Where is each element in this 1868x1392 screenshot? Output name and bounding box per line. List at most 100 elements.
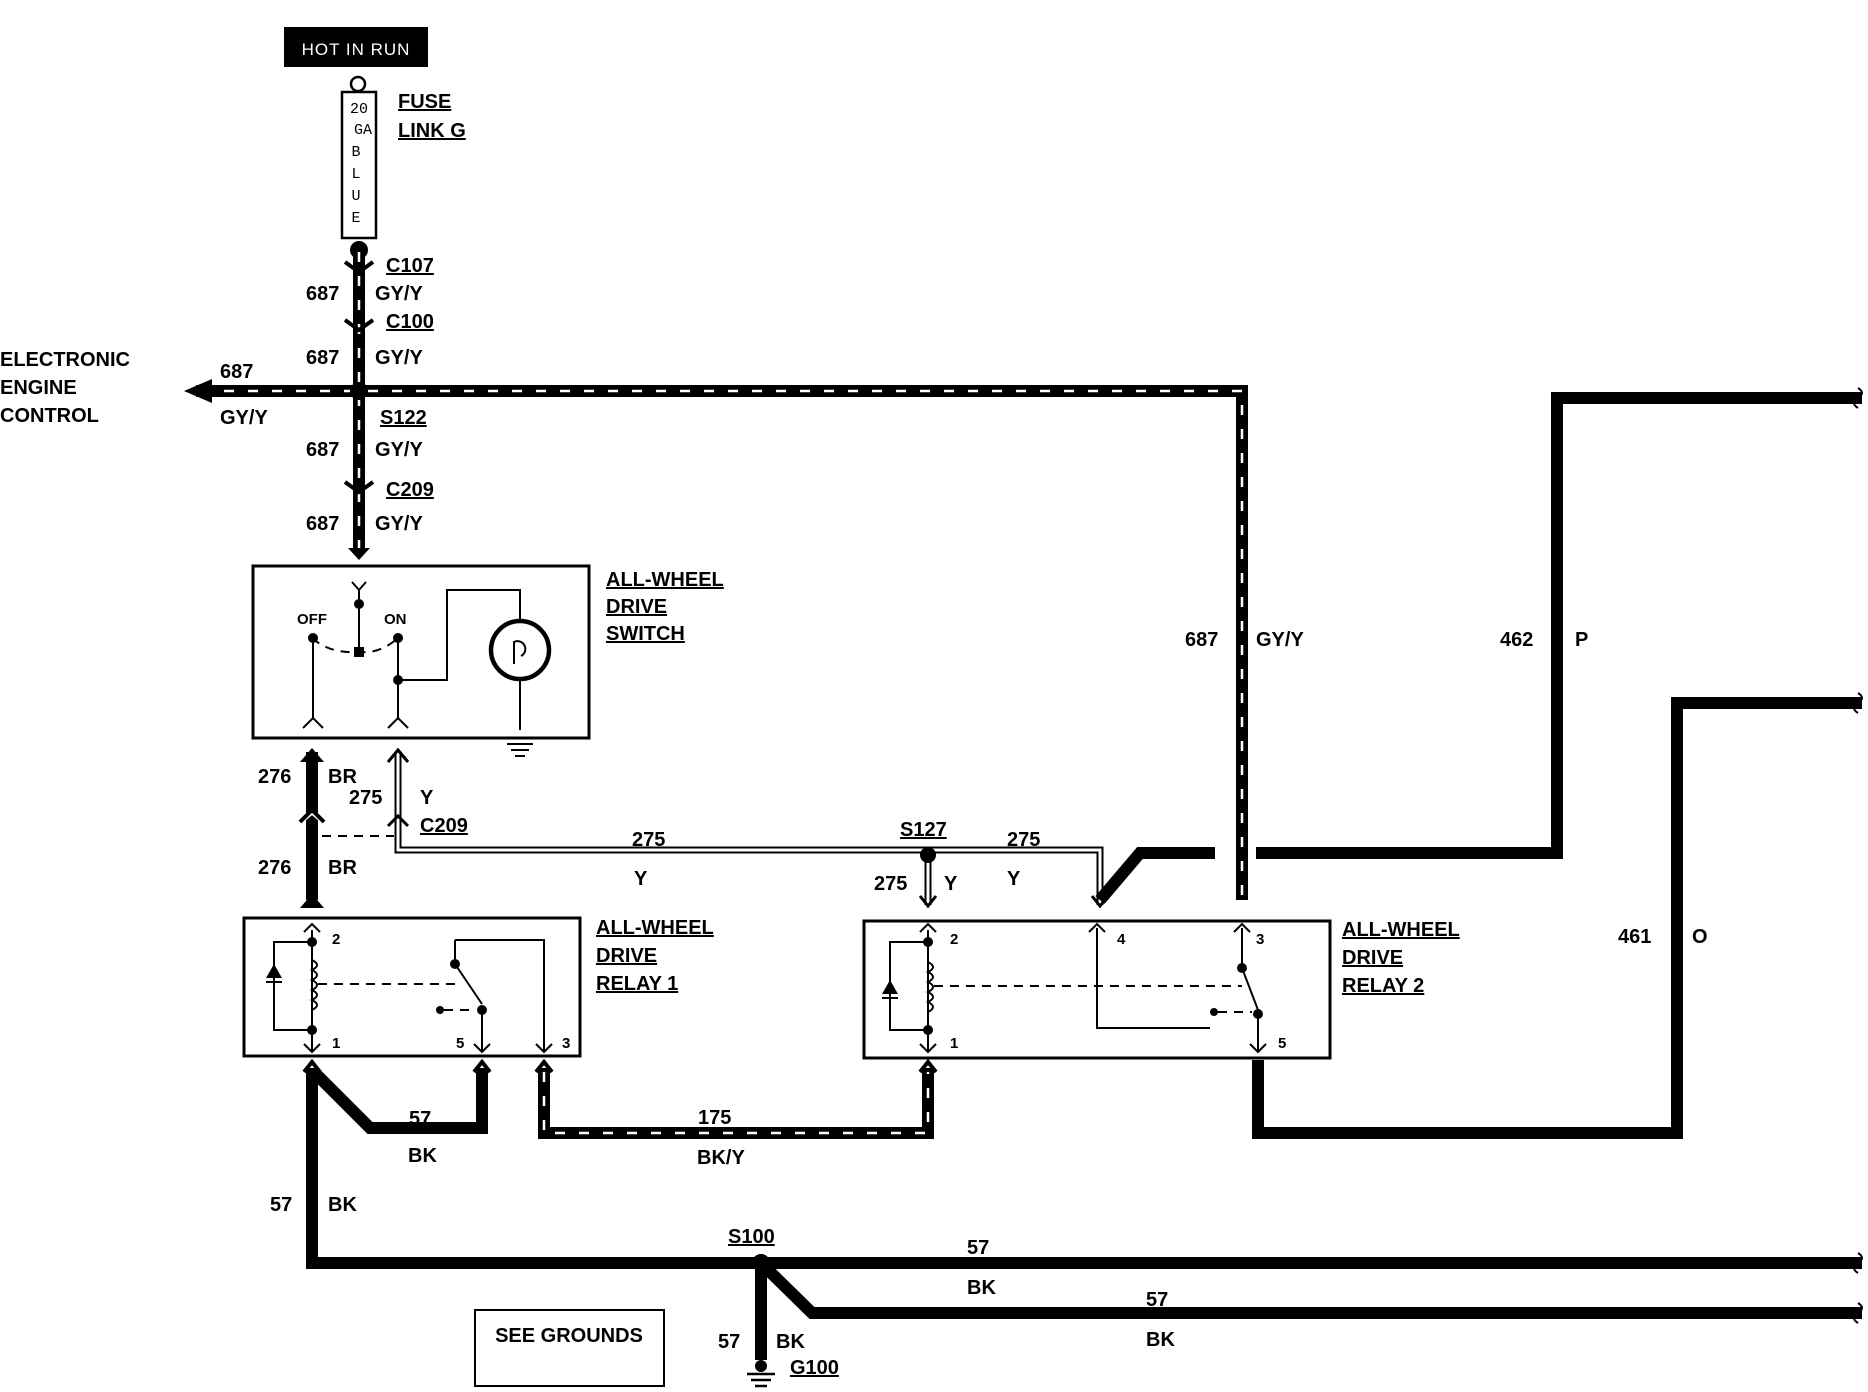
wire-57-bk xyxy=(302,1058,1863,1360)
see-grounds-label: SEE GROUNDS xyxy=(495,1325,643,1347)
gyy-label: GY/Y xyxy=(1256,629,1304,651)
eec-label-2: ENGINE xyxy=(0,377,77,399)
wire-175-bky xyxy=(534,1058,938,1139)
hot-in-run-label: HOT IN RUN xyxy=(302,40,411,59)
switch-title-2: DRIVE xyxy=(606,596,667,618)
fuse-title-1: FUSE xyxy=(398,91,451,113)
circuit-461-label: 461 xyxy=(1618,926,1651,948)
splice-s100-dot xyxy=(752,1254,770,1272)
y-label: Y xyxy=(1007,868,1021,890)
relay1-title-3: RELAY 1 xyxy=(596,973,678,995)
relay1-pin-5: 5 xyxy=(456,1035,464,1052)
circuit-276-label: 276 xyxy=(258,857,291,879)
eec-label-1: ELECTRONIC xyxy=(0,349,130,371)
bk-label: BK xyxy=(328,1194,357,1216)
c107-connector-icon xyxy=(343,260,375,275)
circuit-275-label: 275 xyxy=(632,829,665,851)
switch-off-label: OFF xyxy=(297,611,327,628)
circuit-276-label: 276 xyxy=(258,766,291,788)
y-label: Y xyxy=(420,787,434,809)
gyy-label: GY/Y xyxy=(220,407,268,429)
s100-label: S100 xyxy=(728,1226,775,1248)
wire-461-o xyxy=(1252,692,1863,1139)
fuse-char: E xyxy=(351,210,360,227)
switch-title-3: SWITCH xyxy=(606,623,685,645)
relay1-title-2: DRIVE xyxy=(596,945,657,967)
relay2-title-2: DRIVE xyxy=(1342,947,1403,969)
circuit-57-label: 57 xyxy=(409,1108,431,1130)
indicator-lamp-icon xyxy=(488,618,552,682)
relay1-title-1: ALL-WHEEL xyxy=(596,917,714,939)
relay2-pin-2: 2 xyxy=(950,931,958,948)
relay2-title-1: ALL-WHEEL xyxy=(1342,919,1460,941)
gyy-label: GY/Y xyxy=(375,513,423,535)
circuit-275-label: 275 xyxy=(349,787,382,809)
relay1-pin-2: 2 xyxy=(332,931,340,948)
relay2-pin-3: 3 xyxy=(1256,931,1264,948)
fuse-char: U xyxy=(351,188,360,205)
fuse-link-g: 20 GA B L U E xyxy=(340,90,378,240)
c209-bottom-label: C209 xyxy=(420,815,468,837)
wire-687-horizontal xyxy=(184,379,1248,900)
o-label: O xyxy=(1692,926,1708,948)
bk-label: BK xyxy=(1146,1329,1175,1351)
switch-title-1: ALL-WHEEL xyxy=(606,569,724,591)
p-label: P xyxy=(1575,629,1588,651)
relay-2-internals xyxy=(882,922,1267,1054)
circuit-57-label: 57 xyxy=(1146,1289,1168,1311)
circuit-57-label: 57 xyxy=(967,1237,989,1259)
circuit-57-label: 57 xyxy=(270,1194,292,1216)
fuse-char: L xyxy=(351,166,360,183)
power-terminal xyxy=(349,75,367,93)
fuse-char: GA xyxy=(354,122,372,139)
relay2-pin-5: 5 xyxy=(1278,1035,1286,1052)
splice-s122-dot xyxy=(350,382,368,400)
gyy-label: GY/Y xyxy=(375,283,423,305)
switch-input-arrow xyxy=(348,548,370,560)
bk-label: BK xyxy=(408,1145,437,1167)
splice-s127-dot xyxy=(920,847,936,863)
wire-462-p xyxy=(1095,387,1863,904)
circuit-687-label: 687 xyxy=(306,347,339,369)
br-label: BR xyxy=(328,857,357,879)
bk-label: BK xyxy=(776,1331,805,1353)
eec-label-3: CONTROL xyxy=(0,405,99,427)
circuit-687-label: 687 xyxy=(306,283,339,305)
c100-connector-icon xyxy=(343,318,375,333)
c209-top-label: C209 xyxy=(386,479,434,501)
bk-label: BK xyxy=(967,1277,996,1299)
circuit-275-label: 275 xyxy=(874,873,907,895)
gyy-label: GY/Y xyxy=(375,347,423,369)
circuit-57-label: 57 xyxy=(718,1331,740,1353)
y-label: Y xyxy=(944,873,958,895)
wire-275-y xyxy=(386,747,1110,909)
switch-on-label: ON xyxy=(384,611,407,628)
fuse-char: B xyxy=(351,144,360,161)
s122-label: S122 xyxy=(380,407,427,429)
c100-label: C100 xyxy=(386,311,434,333)
relay2-pin-4: 4 xyxy=(1117,931,1126,948)
see-grounds-box: SEE GROUNDS xyxy=(474,1309,665,1387)
eec-arrow-icon xyxy=(184,379,212,403)
circuit-687-label: 687 xyxy=(1185,629,1218,651)
circuit-462-label: 462 xyxy=(1500,629,1533,651)
fuse-title-2: LINK G xyxy=(398,120,466,142)
s127-label: S127 xyxy=(900,819,947,841)
y-label: Y xyxy=(634,868,648,890)
awd-relay-1-box xyxy=(242,916,582,1058)
fuse-char: 20 xyxy=(350,101,368,118)
relay2-title-3: RELAY 2 xyxy=(1342,975,1424,997)
awd-switch-internals xyxy=(302,581,552,757)
circuit-687-label: 687 xyxy=(306,439,339,461)
circuit-275-label: 275 xyxy=(1007,829,1040,851)
br-label: BR xyxy=(328,766,357,788)
c107-label: C107 xyxy=(386,255,434,277)
relay2-pin-1: 1 xyxy=(950,1035,958,1052)
circuit-175-label: 175 xyxy=(698,1107,731,1129)
circuit-687-label: 687 xyxy=(306,513,339,535)
gyy-label: GY/Y xyxy=(375,439,423,461)
hot-in-run-badge: HOT IN RUN xyxy=(284,27,428,67)
g100-label: G100 xyxy=(790,1357,839,1379)
relay1-pin-1: 1 xyxy=(332,1035,340,1052)
